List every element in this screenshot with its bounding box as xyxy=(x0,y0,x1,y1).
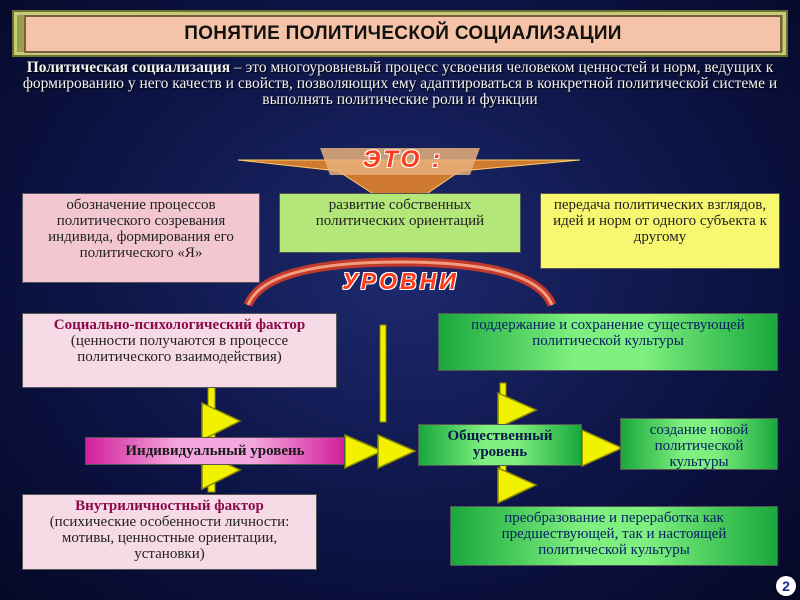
arrow-up-left xyxy=(201,401,242,442)
definition-body: – это многоуровневый процесс усвоения че… xyxy=(22,59,778,108)
definition-term: Политическая социализация xyxy=(26,59,231,76)
public-level-box: Общественный уровень xyxy=(418,424,582,466)
social-psychological-factor-box: Социально-психологический фактор (ценнос… xyxy=(22,313,337,388)
transform-culture-box: преобразование и переработка как предшес… xyxy=(450,506,778,566)
arrow-up-right xyxy=(497,391,538,430)
individual-level-box: Индивидуальный уровень xyxy=(85,437,345,465)
intrapersonal-factor-title: Внутриличностный фактор xyxy=(75,498,264,514)
this-banner: ЭТО : xyxy=(363,146,443,173)
page-number-badge: 2 xyxy=(776,576,796,596)
arrow-to-create xyxy=(581,428,624,468)
definition-text: Политическая социализация – это многоуро… xyxy=(18,60,782,136)
page-title: ПОНЯТИЕ ПОЛИТИЧЕСКОЙ СОЦИАЛИЗАЦИИ xyxy=(24,15,782,53)
create-culture-box: создание новой политической культуры xyxy=(620,418,778,470)
vertical-line-center xyxy=(379,324,387,423)
intrapersonal-factor-text: (психические особенности личности: мотив… xyxy=(49,514,290,562)
this-banner-arrow-highlight xyxy=(320,148,480,175)
social-factor-title: Социально-психологический фактор xyxy=(53,317,306,333)
arrow-down-right xyxy=(497,466,538,505)
arrow-mid-2 xyxy=(377,433,417,470)
support-culture-box: поддержание и сохранение существующей по… xyxy=(438,313,778,371)
meaning-box-3: передача политических взглядов, идей и н… xyxy=(540,193,780,269)
meaning-box-2: развитие собственных политических ориент… xyxy=(279,193,521,253)
social-factor-text: (ценности получаются в процессе политиче… xyxy=(70,333,289,365)
arrow-mid-1 xyxy=(344,433,384,470)
intrapersonal-factor-box: Внутриличностный фактор (психические осо… xyxy=(22,494,317,570)
meaning-box-1: обозначение процессов политического созр… xyxy=(22,193,260,283)
levels-banner: УРОВНИ xyxy=(342,268,459,294)
